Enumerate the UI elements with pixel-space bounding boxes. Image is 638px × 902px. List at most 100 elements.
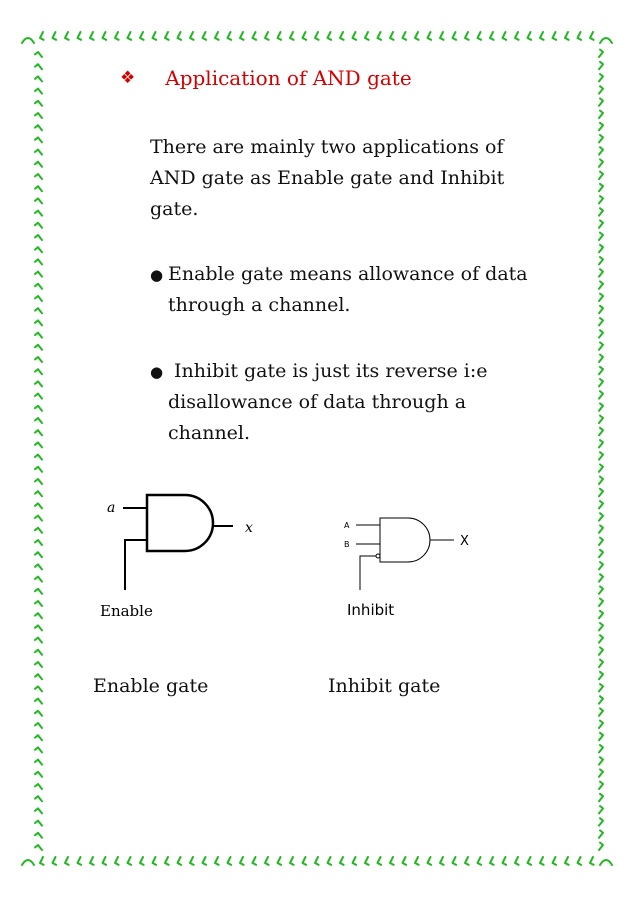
border-tick bbox=[598, 231, 604, 241]
border-tick bbox=[551, 856, 558, 866]
border-tick bbox=[598, 792, 604, 803]
border-tick bbox=[34, 392, 43, 400]
border-tick bbox=[598, 292, 604, 302]
border-tick bbox=[34, 331, 43, 339]
border-tick bbox=[598, 60, 604, 71]
border-tick bbox=[34, 453, 43, 461]
border-tick bbox=[598, 524, 604, 534]
border-tick bbox=[34, 221, 43, 229]
border-tick bbox=[598, 414, 604, 424]
border-tick bbox=[226, 31, 233, 41]
border-tick bbox=[598, 756, 604, 766]
border-tick bbox=[264, 856, 270, 866]
border-tick bbox=[598, 402, 604, 412]
border-tick bbox=[598, 268, 604, 278]
border-tick bbox=[139, 31, 145, 41]
border-tick bbox=[598, 219, 604, 229]
border-tick bbox=[39, 856, 45, 866]
border-tick bbox=[34, 746, 43, 754]
border-tick bbox=[34, 307, 43, 315]
border-tick bbox=[598, 73, 604, 83]
border-tick bbox=[34, 87, 43, 95]
border-tick bbox=[539, 31, 545, 41]
border-tick bbox=[598, 146, 604, 156]
border-tick bbox=[598, 243, 604, 254]
border-tick bbox=[564, 31, 570, 41]
border-tick bbox=[576, 31, 583, 41]
border-tick bbox=[376, 856, 383, 866]
border-tick bbox=[598, 561, 604, 571]
border-tick bbox=[101, 856, 108, 866]
intro-paragraph: There are mainly two applications of AND… bbox=[150, 136, 505, 220]
border-tick bbox=[251, 856, 258, 866]
border-tick bbox=[598, 182, 604, 193]
border-tick bbox=[598, 256, 604, 266]
border-tick bbox=[476, 31, 483, 41]
border-tick bbox=[598, 487, 604, 498]
border-tick bbox=[439, 31, 445, 41]
border-tick bbox=[34, 465, 43, 473]
border-tick bbox=[201, 856, 208, 866]
border-tick bbox=[89, 31, 95, 41]
border-tick bbox=[51, 856, 58, 866]
border-tick bbox=[598, 536, 604, 546]
border-tick bbox=[34, 356, 43, 363]
border-tick bbox=[34, 258, 43, 266]
bullet-text: Inhibit gate is just its reverse i:e dis… bbox=[168, 360, 494, 444]
border-tick bbox=[598, 780, 604, 790]
border-tick bbox=[34, 246, 43, 254]
border-tick bbox=[34, 770, 43, 778]
border-tick bbox=[489, 856, 495, 866]
border-tick bbox=[598, 548, 604, 559]
border-tick bbox=[598, 158, 604, 168]
border-tick bbox=[34, 112, 43, 119]
enable-gate-caption: Enable gate bbox=[93, 675, 209, 697]
border-tick bbox=[514, 31, 520, 41]
border-tick bbox=[598, 695, 604, 705]
border-tick bbox=[598, 304, 604, 315]
inhibit-gate-diagram: A B X Inhibit bbox=[344, 517, 469, 619]
inhibit-output-label: X bbox=[460, 534, 469, 549]
border-tick bbox=[251, 31, 258, 41]
section-heading: ❖ Application of AND gate bbox=[120, 66, 412, 90]
border-tick bbox=[539, 856, 545, 866]
border-tick bbox=[598, 317, 604, 327]
enable-gate-diagram: a x Enable bbox=[100, 493, 253, 620]
border-tick bbox=[598, 634, 604, 644]
border-tick bbox=[126, 856, 133, 866]
border-tick bbox=[301, 856, 308, 866]
border-tick bbox=[89, 856, 95, 866]
border-tick bbox=[214, 31, 220, 41]
border-tick bbox=[34, 270, 43, 278]
border-tick bbox=[598, 707, 604, 717]
border-tick bbox=[64, 856, 70, 866]
border-tick bbox=[34, 831, 43, 839]
border-tick bbox=[34, 502, 43, 510]
border-tick bbox=[34, 819, 43, 827]
border-tick bbox=[389, 31, 395, 41]
border-tick bbox=[114, 31, 120, 41]
border-tick bbox=[201, 31, 208, 41]
border-tick bbox=[34, 319, 43, 327]
border-tick bbox=[598, 670, 604, 681]
border-tick bbox=[189, 31, 195, 41]
border-tick bbox=[34, 758, 43, 766]
border-tick bbox=[34, 417, 43, 424]
border-tick bbox=[314, 31, 320, 41]
border-tick bbox=[489, 31, 495, 41]
border-tick bbox=[34, 624, 43, 632]
border-tick bbox=[164, 856, 170, 866]
border-tick bbox=[34, 51, 43, 58]
border-tick bbox=[34, 173, 43, 180]
border-tick bbox=[598, 622, 604, 632]
border-tick bbox=[34, 282, 43, 290]
border-tick bbox=[34, 539, 43, 546]
and-gate-symbol bbox=[379, 517, 431, 563]
border-tick bbox=[598, 353, 604, 363]
border-tick bbox=[598, 744, 604, 754]
border-tick bbox=[598, 500, 604, 510]
border-tick bbox=[34, 478, 43, 485]
border-tick bbox=[598, 646, 604, 656]
bullet-item-inhibit: ● Inhibit gate is just its reverse i:e d… bbox=[150, 356, 550, 449]
border-tick bbox=[598, 658, 604, 668]
